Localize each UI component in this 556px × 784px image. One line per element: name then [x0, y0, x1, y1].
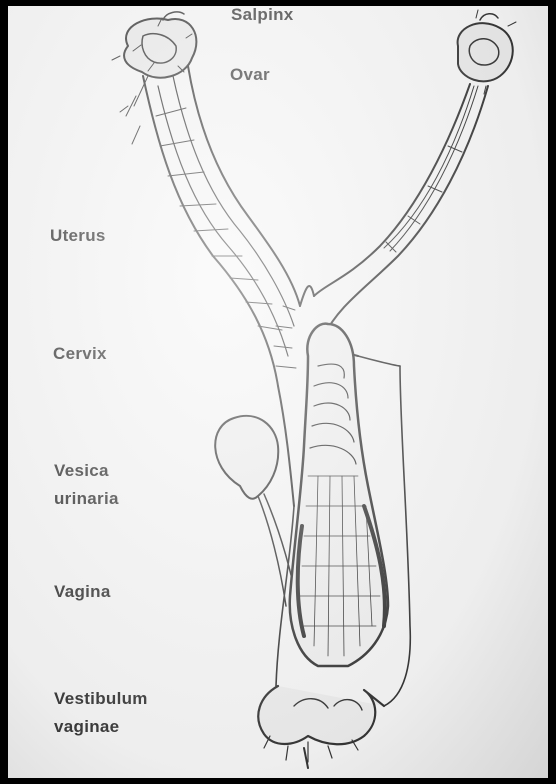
left-ovary: [112, 18, 196, 78]
label-salpinx: Salpinx: [231, 6, 294, 26]
vestibulum: [258, 686, 384, 768]
vagina-structure: [290, 324, 388, 666]
label-ovar: Ovar: [230, 64, 270, 86]
right-ovary: [458, 10, 516, 94]
label-uterus: Uterus: [50, 225, 106, 247]
label-vesica-line2: urinaria: [54, 488, 119, 510]
label-vestibulum-line1: Vestibulum: [54, 688, 148, 710]
bladder: [215, 416, 298, 606]
label-vesica-line1: Vesica: [54, 460, 109, 482]
right-uterine-horn: [314, 84, 488, 336]
left-uterine-horn: [120, 66, 300, 386]
label-vestibulum-line2: vaginae: [54, 716, 119, 738]
reproductive-tract-drawing: [8, 6, 548, 778]
diagram-frame: Salpinx Ovar Uterus Cervix Vesica urinar…: [8, 6, 548, 778]
label-vagina: Vagina: [54, 581, 111, 603]
label-cervix: Cervix: [53, 343, 107, 365]
